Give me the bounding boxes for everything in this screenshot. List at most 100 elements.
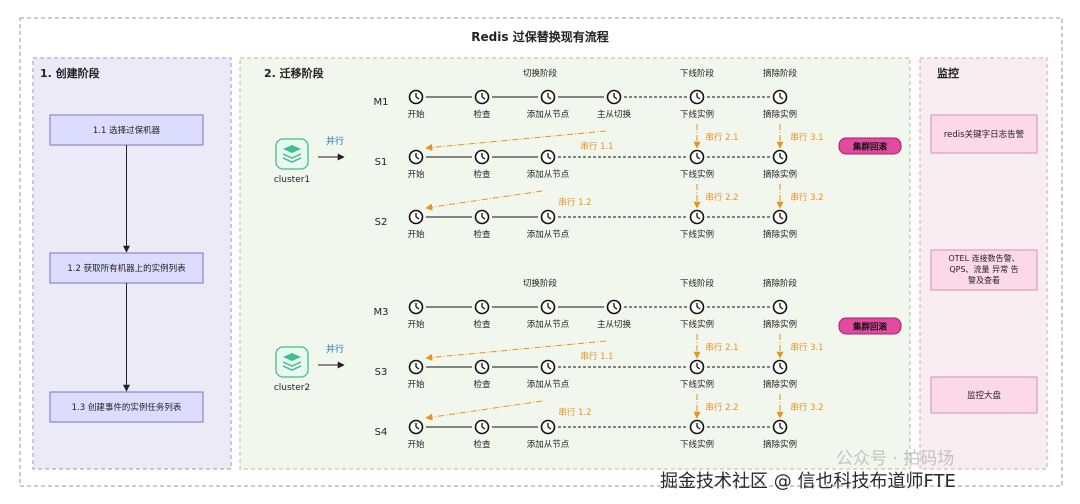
- create-step-box: [49, 391, 204, 423]
- clock-icon: [474, 299, 490, 315]
- serial-arrow: [425, 400, 543, 421]
- serial-label: 串行 2.1: [705, 342, 738, 353]
- phase-label-remove: 摘除阶段: [763, 278, 798, 289]
- create-step-label: 1.3 创建事件的实例任务列表: [72, 402, 182, 413]
- master-node-label: 主从切换: [597, 109, 632, 120]
- clock-icon: [474, 149, 490, 165]
- serial-arrow: [425, 190, 543, 211]
- master-node-label: 主从切换: [597, 319, 632, 330]
- clock-icon: [408, 149, 424, 165]
- watermark-public-account: 公众号 · 拍码场: [836, 449, 954, 469]
- slave-row-label: S3: [375, 367, 388, 378]
- monitor-panel-title: 监控: [937, 66, 959, 80]
- serial-label: 串行 1.1: [580, 351, 613, 362]
- master-node-label: 添加从节点: [527, 319, 570, 330]
- monitor-item-label: QPS、流量 异常 告: [949, 264, 1018, 274]
- migrate-panel-title: 2. 迁移阶段: [264, 66, 324, 80]
- serial-label: 串行 3.1: [790, 342, 823, 353]
- clock-icon: [540, 209, 556, 225]
- serial-label: 串行 2.2: [705, 402, 738, 413]
- clock-icon: [540, 89, 556, 105]
- serial-label: 串行 3.2: [790, 192, 823, 203]
- slave-node-label: 下线实例: [680, 169, 714, 180]
- monitor-item-label: redis关键字日志告警: [944, 129, 1025, 140]
- clock-icon: [606, 89, 622, 105]
- slave-node-label: 添加从节点: [527, 229, 570, 240]
- master-node-label: 检查: [473, 109, 491, 120]
- master-row-label: M3: [374, 307, 389, 318]
- master-node-label: 开始: [407, 319, 425, 330]
- clock-icon: [772, 419, 788, 435]
- create-step-label: 1.1 选择过保机器: [93, 125, 161, 136]
- master-node-label: 摘除实例: [763, 319, 797, 330]
- slave-node-label: 添加从节点: [527, 169, 570, 180]
- slave-node-label: 添加从节点: [527, 379, 570, 390]
- phase-label-switch: 切换阶段: [523, 278, 558, 289]
- phase-label-switch: 切换阶段: [523, 68, 558, 79]
- clock-icon: [689, 359, 705, 375]
- outer-frame: [19, 17, 1063, 487]
- clock-icon: [408, 209, 424, 225]
- parallel-label: 并行: [326, 135, 344, 147]
- slave-node-label: 开始: [407, 439, 425, 450]
- create-panel-title: 1. 创建阶段: [40, 66, 100, 80]
- clock-icon: [474, 419, 490, 435]
- create-step-box: [49, 252, 204, 284]
- clock-icon: [408, 89, 424, 105]
- clock-icon: [772, 89, 788, 105]
- cluster-rollback-badge: [838, 137, 902, 155]
- serial-label: 串行 1.2: [558, 197, 591, 208]
- clock-icon: [540, 149, 556, 165]
- slave-node-label: 摘除实例: [763, 439, 797, 450]
- clock-icon: [689, 419, 705, 435]
- slave-node-label: 摘除实例: [763, 379, 797, 390]
- slave-node-label: 下线实例: [680, 379, 714, 390]
- serial-arrow: [425, 130, 607, 151]
- clock-icon: [689, 149, 705, 165]
- slave-node-label: 摘除实例: [763, 169, 797, 180]
- clock-icon: [772, 359, 788, 375]
- cluster-rollback-badge: [838, 317, 902, 335]
- cluster-name-label: cluster1: [274, 175, 310, 185]
- watermark-footer: 掘金技术社区 @ 信也科技布道师FTE: [660, 471, 956, 492]
- parallel-label: 并行: [326, 343, 344, 355]
- slave-node-label: 开始: [407, 379, 425, 390]
- clock-icon: [772, 209, 788, 225]
- redis-cluster-icon: [275, 346, 309, 378]
- serial-label: 串行 3.2: [790, 402, 823, 413]
- cluster-rollback-label: 集群回滚: [852, 322, 888, 333]
- phase-label-offline: 下线阶段: [680, 68, 715, 79]
- master-node-label: 添加从节点: [527, 109, 570, 120]
- slave-row-label: S2: [375, 217, 388, 228]
- slave-node-label: 下线实例: [680, 229, 714, 240]
- master-node-label: 检查: [473, 319, 491, 330]
- monitor-item-label: OTEL 连接数告警、: [948, 253, 1019, 263]
- slave-node-label: 开始: [407, 169, 425, 180]
- slave-node-label: 下线实例: [680, 439, 714, 450]
- clock-icon: [689, 209, 705, 225]
- serial-label: 串行 1.1: [580, 141, 613, 152]
- clock-icon: [474, 209, 490, 225]
- serial-label: 串行 2.2: [705, 192, 738, 203]
- slave-node-label: 添加从节点: [527, 439, 570, 450]
- clock-icon: [772, 299, 788, 315]
- serial-label: 串行 2.1: [705, 132, 738, 143]
- slave-node-label: 检查: [473, 169, 491, 180]
- slave-row-label: S4: [375, 427, 388, 438]
- slave-row-label: S1: [375, 157, 388, 168]
- create-step-box: [49, 114, 204, 146]
- slave-node-label: 开始: [407, 229, 425, 240]
- clock-icon: [408, 359, 424, 375]
- clock-icon: [772, 149, 788, 165]
- clock-icon: [474, 89, 490, 105]
- serial-label: 串行 3.1: [790, 132, 823, 143]
- master-node-label: 下线实例: [680, 109, 714, 120]
- serial-arrow: [425, 340, 607, 361]
- master-node-label: 下线实例: [680, 319, 714, 330]
- cluster-rollback-label: 集群回滚: [852, 142, 888, 153]
- slave-node-label: 检查: [473, 379, 491, 390]
- clock-icon: [606, 299, 622, 315]
- redis-cluster-icon: [275, 138, 309, 170]
